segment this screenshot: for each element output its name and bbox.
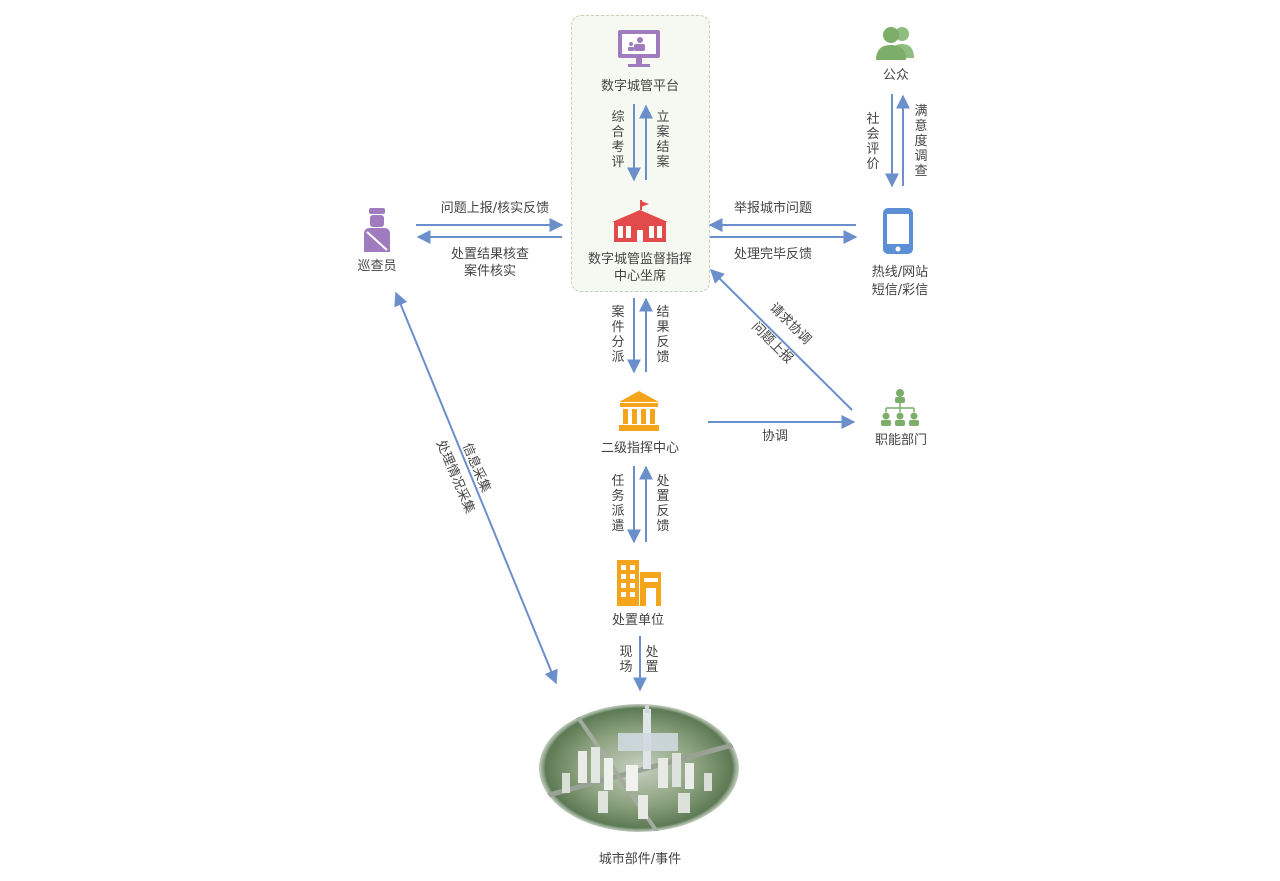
edge-complete-feedback: 处理完毕反馈	[733, 247, 813, 262]
edge-result-check-line2: 案件核实	[463, 264, 517, 279]
office-building-icon	[617, 560, 661, 606]
edge-task-dispatch: 任务派遣	[611, 474, 625, 534]
bank-building-icon	[619, 391, 659, 431]
arrow-info-collect	[394, 291, 558, 685]
edge-report-city-problem: 举报城市问题	[733, 201, 813, 216]
node-hotline-line1: 热线/网站	[871, 265, 929, 280]
phone-icon	[883, 208, 913, 254]
people-icon	[876, 27, 914, 60]
command-building-icon	[612, 200, 668, 242]
node-command-center-line1: 数字城管监督指挥	[587, 252, 693, 267]
node-inspector: 巡查员	[357, 259, 397, 274]
node-city: 城市部件/事件	[598, 852, 682, 867]
edge-social-eval: 社会评价	[866, 112, 880, 172]
edge-case-dispatch: 案件分派	[611, 305, 625, 365]
org-chart-icon	[881, 389, 919, 426]
edge-result-feedback: 结果反馈	[656, 305, 670, 365]
city-aerial-image	[539, 704, 739, 832]
edge-report-verify: 问题上报/核实反馈	[440, 201, 550, 216]
edge-disposal-feedback: 处置反馈	[656, 474, 670, 534]
edge-coordinate: 协调	[761, 429, 789, 444]
arrow-request-coord	[710, 269, 853, 411]
edge-satisfaction: 满意度调查	[914, 104, 928, 179]
edge-case-close: 立案结案	[656, 110, 670, 170]
node-command-center-line2: 中心坐席	[613, 269, 667, 284]
node-disposal-unit: 处置单位	[611, 613, 665, 628]
edge-handle: 处置	[645, 645, 659, 675]
edge-result-check-line1: 处置结果核查	[450, 247, 530, 262]
node-departments: 职能部门	[874, 433, 928, 448]
inspector-icon	[364, 208, 390, 252]
edge-onsite: 现场	[619, 645, 633, 675]
node-secondary-center: 二级指挥中心	[600, 441, 680, 456]
node-platform: 数字城管平台	[600, 79, 680, 94]
edge-evaluate: 综合考评	[611, 110, 625, 170]
node-public: 公众	[882, 68, 910, 83]
monitor-icon	[618, 30, 660, 67]
node-hotline-line2: 短信/彩信	[871, 283, 929, 298]
